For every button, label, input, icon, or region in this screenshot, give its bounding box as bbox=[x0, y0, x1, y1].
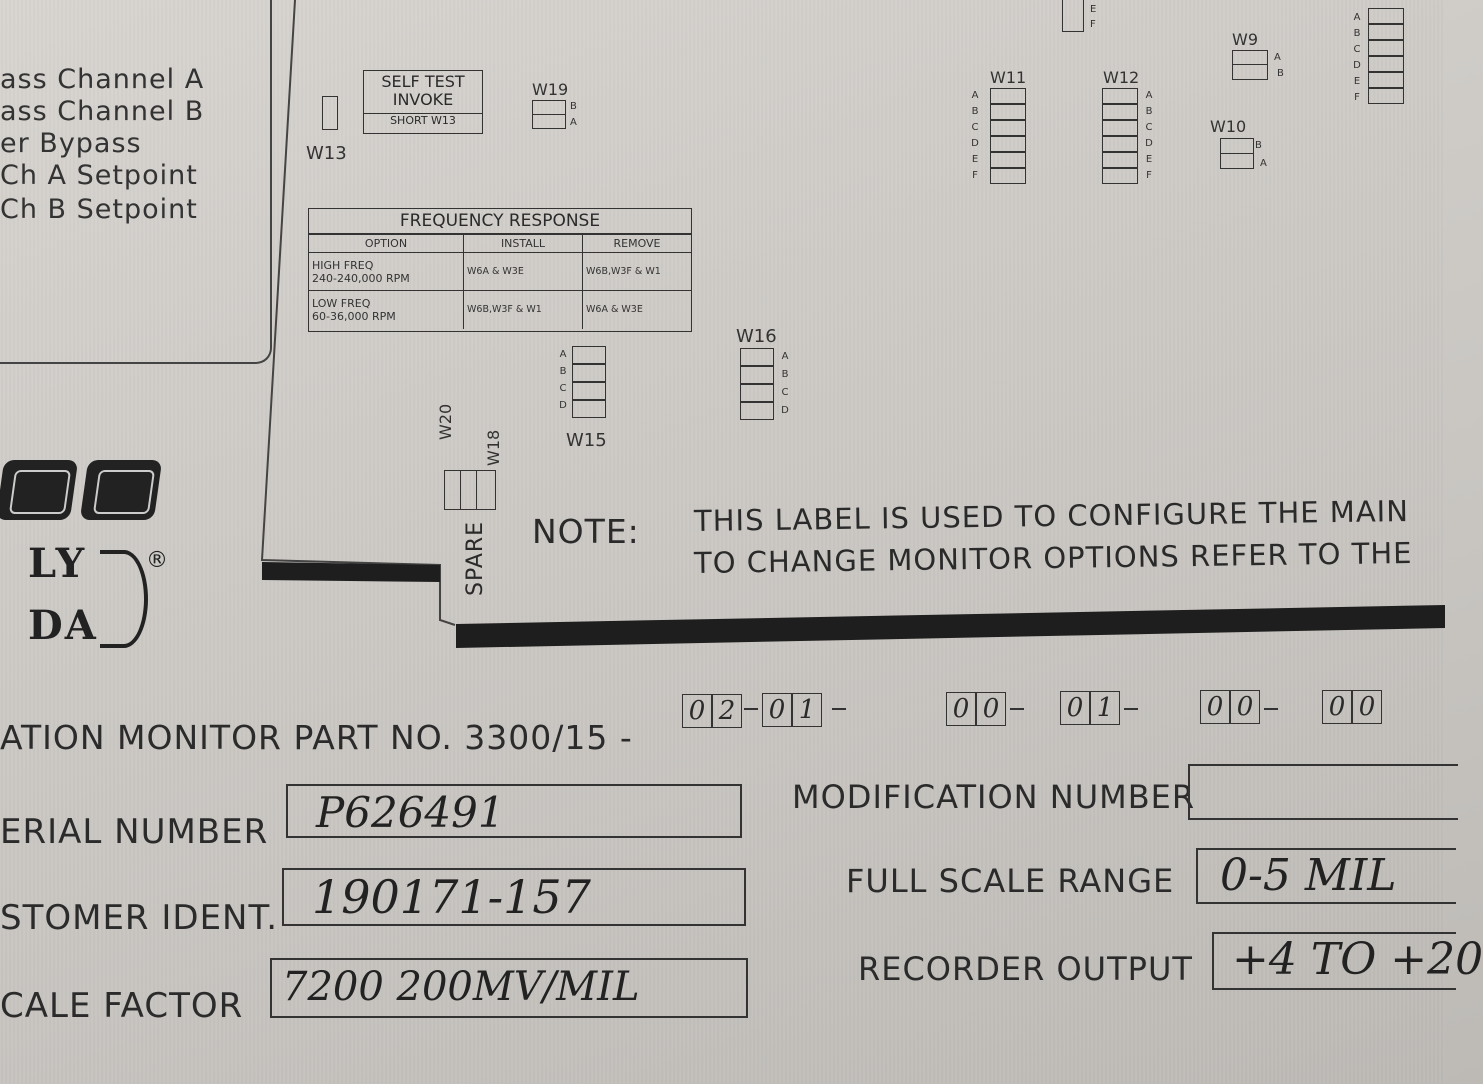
w18-label: W18 bbox=[484, 429, 503, 466]
freq-row2-install: W6B,W3F & W1 bbox=[463, 290, 583, 329]
logo-line1: LY bbox=[28, 540, 87, 587]
w20-jumper bbox=[444, 470, 461, 510]
w11-jumper bbox=[990, 88, 1026, 184]
self-test-line2: INVOKE bbox=[392, 90, 454, 109]
note-label: NOTE: bbox=[532, 512, 640, 551]
legend-panel bbox=[0, 0, 272, 364]
w19-cell-b bbox=[532, 100, 566, 115]
full-scale-range-field: 0-5 MIL bbox=[1196, 848, 1456, 904]
spare-jumper bbox=[476, 470, 496, 510]
logo-arc bbox=[100, 550, 148, 648]
w16-label: W16 bbox=[736, 326, 777, 347]
part-number-digits: 0 2 0 1 0 0 0 1 0 0 0 0 bbox=[682, 690, 1442, 740]
self-test-box: SELF TEST INVOKE SHORT W13 bbox=[363, 70, 483, 134]
topright-jumper bbox=[1368, 8, 1404, 104]
legend-line-4: Ch A Setpoint bbox=[0, 160, 198, 191]
w11-label: W11 bbox=[990, 68, 1027, 87]
w10-cell-a bbox=[1220, 153, 1254, 169]
w9-label: W9 bbox=[1232, 30, 1258, 49]
recorder-output-value: +4 TO +20 bbox=[1232, 934, 1483, 985]
top-partial-letter-e: E bbox=[1090, 4, 1097, 15]
self-test-line1: SELF TEST bbox=[381, 72, 465, 91]
w19-letter-b: B bbox=[570, 101, 577, 112]
w12-jumper bbox=[1102, 88, 1138, 184]
serial-number-label: ERIAL NUMBER bbox=[0, 812, 269, 852]
freq-header-install: INSTALL bbox=[463, 234, 583, 253]
spare-label: SPARE bbox=[463, 520, 488, 596]
w10-cell-b bbox=[1220, 138, 1254, 154]
customer-ident-label: STOMER IDENT. bbox=[0, 898, 279, 938]
logo-line2: DA bbox=[28, 602, 98, 649]
w19-cell-a bbox=[532, 114, 566, 129]
registered-mark: ® bbox=[146, 548, 168, 573]
serial-number-value: P626491 bbox=[316, 788, 505, 837]
w10-letter-a: A bbox=[1260, 158, 1267, 169]
freq-row1-remove: W6B,W3F & W1 bbox=[582, 252, 691, 291]
w19-label: W19 bbox=[532, 80, 569, 99]
w9-letter-b: B bbox=[1277, 68, 1284, 79]
w13-label: W13 bbox=[306, 143, 347, 164]
top-partial-letter-f: F bbox=[1090, 19, 1096, 30]
scale-factor-field: 7200 200MV/MIL bbox=[270, 958, 748, 1018]
full-scale-range-value: 0-5 MIL bbox=[1220, 850, 1397, 901]
legend-line-1: ass Channel A bbox=[0, 64, 205, 95]
legend-line-5: Ch B Setpoint bbox=[0, 194, 198, 225]
w15-label: W15 bbox=[566, 430, 607, 451]
customer-ident-value: 190171-157 bbox=[312, 870, 591, 924]
legend-line-2: ass Channel B bbox=[0, 96, 205, 127]
modification-number-label: MODIFICATION NUMBER bbox=[792, 778, 1196, 816]
w20-label: W20 bbox=[436, 403, 455, 440]
customer-ident-field: 190171-157 bbox=[282, 868, 746, 926]
recorder-output-field: +4 TO +20 bbox=[1212, 932, 1483, 990]
w9-cell-a bbox=[1232, 50, 1268, 65]
scale-factor-label: CALE FACTOR bbox=[0, 986, 244, 1026]
modification-number-field bbox=[1188, 764, 1458, 820]
w13-jumper bbox=[322, 96, 338, 130]
freq-row2-remove: W6A & W3E bbox=[582, 290, 691, 329]
w10-label: W10 bbox=[1210, 117, 1247, 136]
legend-line-3: er Bypass bbox=[0, 128, 142, 159]
full-scale-range-label: FULL SCALE RANGE bbox=[846, 862, 1175, 900]
self-test-line3: SHORT W13 bbox=[364, 113, 482, 128]
serial-number-field: P626491 bbox=[286, 784, 742, 838]
freq-header-remove: REMOVE bbox=[582, 234, 691, 253]
freq-table-title: FREQUENCY RESPONSE bbox=[309, 209, 691, 234]
part-number-label: ATION MONITOR PART NO. 3300/15 - bbox=[0, 718, 633, 757]
w9-cell-b bbox=[1232, 64, 1268, 80]
board-outline bbox=[260, 0, 1445, 648]
top-partial-jumper bbox=[1062, 0, 1084, 32]
w15-jumper bbox=[572, 346, 606, 418]
freq-row1-install: W6A & W3E bbox=[463, 252, 583, 291]
freq-header-option: OPTION bbox=[309, 234, 464, 253]
w12-label: W12 bbox=[1103, 68, 1140, 87]
w16-jumper bbox=[740, 348, 774, 420]
w19-letter-a: A bbox=[570, 117, 577, 128]
recorder-output-label: RECORDER OUTPUT bbox=[858, 950, 1193, 988]
w10-letter-b: B bbox=[1255, 140, 1262, 151]
frequency-response-table: FREQUENCY RESPONSE OPTION INSTALL REMOVE… bbox=[308, 208, 692, 332]
w9-letter-a: A bbox=[1274, 52, 1281, 63]
scale-factor-value: 7200 200MV/MIL bbox=[282, 964, 640, 1010]
w18-jumper bbox=[460, 470, 477, 510]
logo-digits: 00 bbox=[0, 460, 163, 520]
